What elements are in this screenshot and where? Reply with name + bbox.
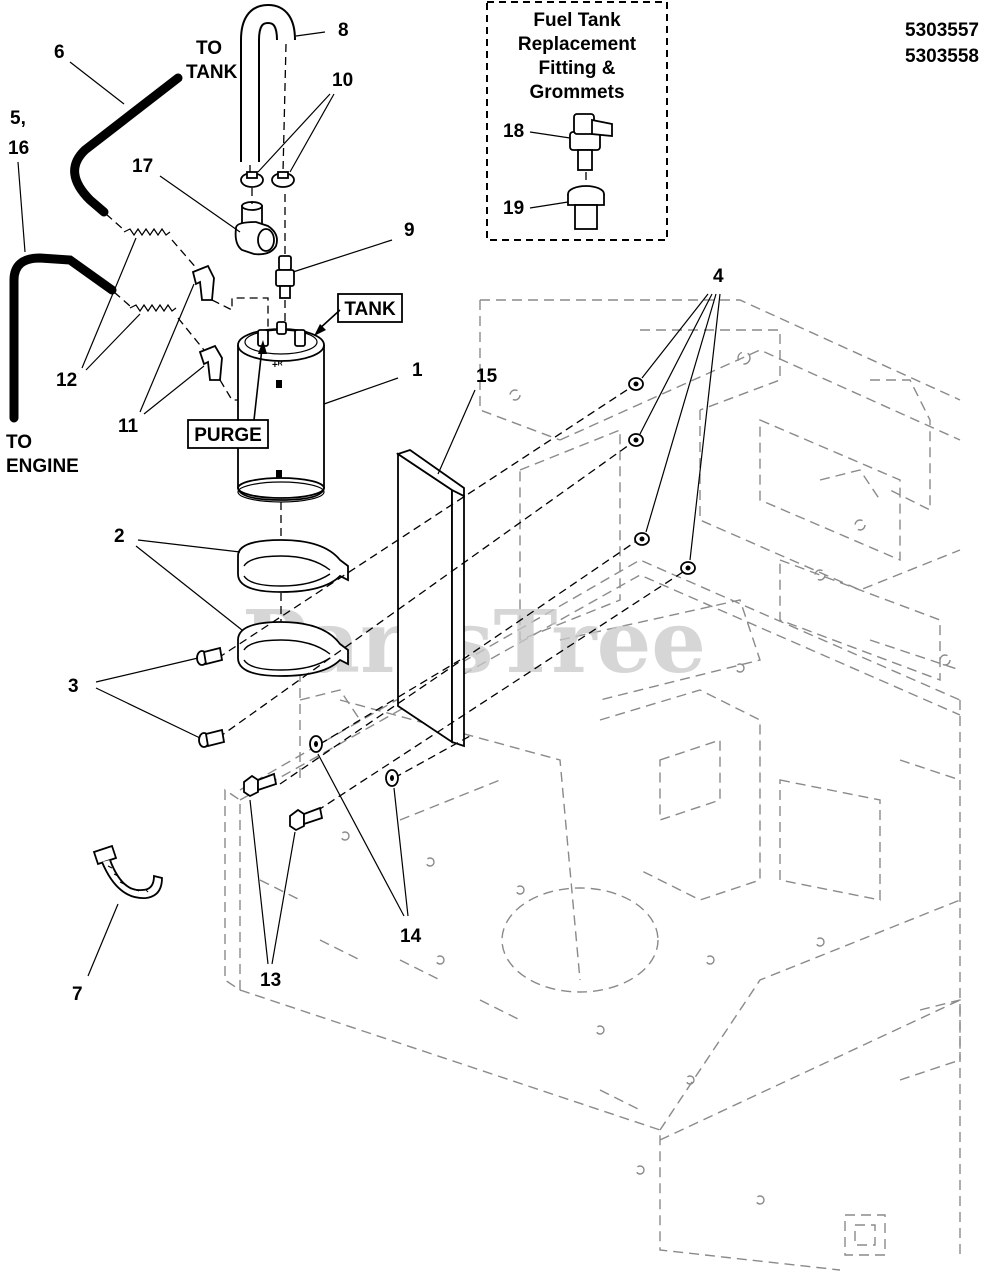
callout-17: 17 bbox=[132, 156, 153, 177]
callout-19: 19 bbox=[503, 198, 524, 219]
inset-title-line-4: Grommets bbox=[529, 82, 624, 103]
screw-lower bbox=[198, 728, 226, 748]
svg-text:+ᴿ: +ᴿ bbox=[272, 360, 283, 371]
to-tank-label-2: TANK bbox=[186, 62, 238, 83]
part-number-1: 5303557 bbox=[905, 20, 979, 41]
hex-nut-3 bbox=[634, 532, 650, 546]
callout-11: 11 bbox=[118, 416, 139, 437]
callout-18: 18 bbox=[503, 121, 524, 142]
washer-upper bbox=[309, 735, 323, 753]
washer-lower bbox=[385, 769, 399, 787]
callout-14: 14 bbox=[400, 926, 422, 947]
hose-to-tank bbox=[70, 73, 183, 217]
hex-nut-2 bbox=[628, 433, 644, 447]
callout-1: 1 bbox=[412, 360, 423, 381]
inset-title-line-2: Replacement bbox=[518, 34, 637, 55]
callout-6: 6 bbox=[54, 42, 65, 63]
check-valve bbox=[275, 255, 295, 299]
inset-title-line-1: Fuel Tank bbox=[533, 10, 621, 31]
elbow-fitting-lower bbox=[198, 344, 223, 381]
bolt-lower bbox=[289, 806, 324, 832]
hose-clamp-right bbox=[271, 171, 295, 188]
callout-16: 16 bbox=[8, 138, 29, 159]
callout-9: 9 bbox=[404, 220, 415, 241]
callout-12: 12 bbox=[56, 370, 77, 391]
callout-8: 8 bbox=[338, 20, 349, 41]
heat-shield-plate bbox=[395, 449, 465, 748]
bolt-upper bbox=[243, 772, 278, 798]
tank-cap bbox=[234, 201, 278, 256]
to-tank-label-1: TO bbox=[196, 38, 222, 59]
callout-7: 7 bbox=[72, 984, 83, 1005]
tank-tag-text: TANK bbox=[344, 299, 396, 320]
tank-tag: TANK bbox=[314, 293, 403, 336]
replacement-fitting bbox=[569, 113, 613, 171]
callout-10: 10 bbox=[332, 70, 353, 91]
spring-clip-upper bbox=[123, 227, 171, 237]
callout-5: 5, bbox=[10, 108, 26, 129]
hex-nut-4 bbox=[680, 561, 696, 575]
vent-tube bbox=[240, 3, 296, 162]
screw-upper bbox=[196, 646, 224, 666]
purge-tag: PURGE bbox=[187, 340, 269, 449]
inset-box: Fuel Tank Replacement Fitting & Grommets… bbox=[486, 1, 668, 241]
purge-tag-text: PURGE bbox=[194, 425, 262, 446]
hose-clamp-left bbox=[240, 171, 264, 188]
to-engine-label-2: ENGINE bbox=[6, 456, 79, 477]
callout-4: 4 bbox=[713, 266, 724, 287]
callout-15: 15 bbox=[476, 366, 498, 387]
mower-frame bbox=[224, 299, 961, 1271]
callout-3: 3 bbox=[68, 676, 79, 697]
hose-to-engine bbox=[9, 253, 117, 423]
part-number-2: 5303558 bbox=[905, 46, 979, 67]
spring-clip-lower bbox=[129, 303, 177, 313]
canister-bracket-lower bbox=[237, 621, 349, 677]
to-engine-label-1: TO bbox=[6, 432, 32, 453]
grommet bbox=[567, 185, 605, 230]
charcoal-canister: +ᴿ bbox=[237, 321, 325, 503]
inset-title-line-3: Fitting & bbox=[538, 58, 615, 79]
callout-2: 2 bbox=[114, 526, 125, 547]
callout-13: 13 bbox=[260, 970, 281, 991]
cable-tie bbox=[92, 844, 163, 899]
canister-bracket-upper bbox=[237, 539, 349, 593]
elbow-fitting-upper bbox=[191, 264, 215, 301]
hex-nut-1 bbox=[628, 377, 644, 391]
